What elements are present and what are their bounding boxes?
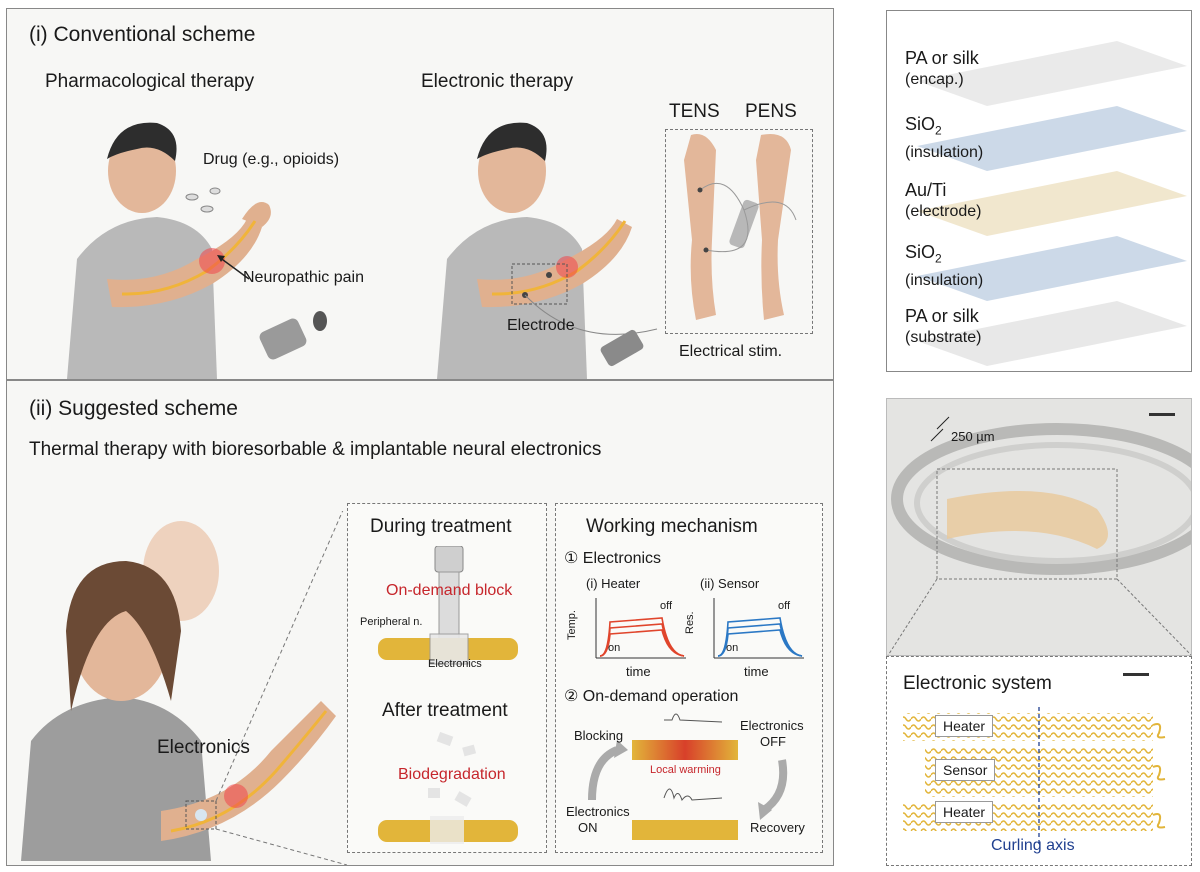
pharmacological-title: Pharmacological therapy [45, 71, 255, 92]
panel-ii-subtitle: Thermal therapy with bioresorbable & imp… [29, 439, 602, 460]
pens-label: PENS [745, 101, 797, 122]
local-warming-label: Local warming [650, 764, 721, 776]
recovery-label: Recovery [750, 820, 805, 835]
tens-label: TENS [669, 101, 720, 122]
tens-pens-inset [665, 129, 813, 334]
mechanism-title: Working mechanism [586, 516, 758, 537]
panel-ii-title: (ii) Suggested scheme [29, 397, 238, 420]
after-treatment-title: After treatment [382, 700, 508, 721]
arms-illustration [684, 134, 797, 320]
sensor-plot-title: (ii) Sensor [700, 576, 760, 591]
electronics-small-label: Electronics [428, 658, 482, 670]
heater-off-label: off [660, 600, 673, 612]
scale-bar [1123, 673, 1149, 676]
device-photo: 250 µm [886, 398, 1192, 656]
layer-insulation-top-role: (insulation) [905, 143, 984, 161]
res-axis-label: Res. [684, 611, 696, 634]
layer-insulation-bottom: SiO2 (insulation) [905, 241, 983, 292]
thickness-label: 250 µm [951, 429, 995, 444]
conventional-scheme-panel: (i) Conventional scheme Pharmacological … [6, 8, 834, 380]
heater-on-label: on [608, 642, 621, 654]
layer-insulation-top: SiO2 (insulation) [905, 113, 983, 164]
on-demand-block-label: On-demand block [386, 582, 513, 599]
biodegradation-illustration [378, 732, 518, 844]
heater-time-axis: time [626, 664, 651, 679]
layer-insulation-bottom-name: SiO2 [905, 242, 942, 266]
operation-cycle-diagram [588, 713, 788, 840]
layer-substrate: PA or silk (substrate) [905, 305, 981, 349]
electronics-off-line1: Electronics [740, 718, 804, 733]
layer-encap: PA or silk (encap.) [905, 47, 979, 91]
step-one-label: ① Electronics [564, 550, 662, 567]
drug-label: Drug (e.g., opioids) [203, 151, 340, 168]
system-title: Electronic system [903, 673, 1052, 694]
serpentine-circuit [903, 707, 1166, 847]
layer-electrode-role: (electrode) [905, 203, 982, 220]
suggested-scheme-panel: (ii) Suggested scheme Thermal therapy wi… [6, 380, 834, 866]
electronics-off-line2: OFF [760, 734, 786, 749]
curling-axis-label: Curling axis [991, 837, 1075, 854]
electronic-system-panel: Electronic system Heater Sensor Heater C… [886, 656, 1192, 866]
sensor-off-label: off [778, 600, 791, 612]
layer-encap-name: PA or silk [905, 48, 979, 68]
step-two-label: ② On-demand operation [564, 688, 739, 705]
heater-plot-title: (i) Heater [586, 576, 641, 591]
layer-substrate-role: (substrate) [905, 329, 982, 346]
layer-stack-panel: PA or silk (encap.) SiO2 (insulation) Au… [886, 10, 1192, 372]
patient-illustration [21, 511, 347, 865]
heater-bottom-label: Heater [935, 801, 994, 823]
layer-substrate-name: PA or silk [905, 306, 979, 326]
heater-sensor-plots [595, 598, 804, 659]
layer-insulation-top-name: SiO2 [905, 114, 942, 138]
on-demand-block-illustration [378, 546, 518, 665]
sensor-time-axis: time [744, 664, 769, 679]
working-mechanism-box: Working mechanism ① Electronics (i) Heat… [555, 503, 823, 853]
layer-insulation-bottom-role: (insulation) [905, 271, 984, 289]
electrical-stim-label: Electrical stim. [679, 343, 783, 360]
layer-electrode: Au/Ti (electrode) [905, 179, 981, 223]
pharmacological-illustration [67, 122, 327, 379]
layer-stack-illustration [917, 41, 1187, 366]
treatment-box: During treatment On-demand block Periphe… [347, 503, 547, 853]
during-treatment-title: During treatment [370, 516, 512, 537]
peripheral-nerve-label: Peripheral n. [360, 616, 423, 628]
panel-i-title: (i) Conventional scheme [29, 23, 256, 46]
electronic-therapy-illustration [437, 122, 658, 379]
sensor-label: Sensor [935, 759, 996, 781]
blocking-label: Blocking [574, 728, 624, 743]
heater-top-label: Heater [935, 715, 994, 737]
layer-electrode-name: Au/Ti [905, 180, 947, 200]
biodegradation-label: Biodegradation [398, 766, 506, 783]
temp-axis-label: Temp. [566, 610, 578, 640]
sensor-on-label: on [726, 642, 739, 654]
electronics-on-line2: ON [578, 820, 598, 835]
layer-encap-role: (encap.) [905, 71, 964, 88]
electronic-therapy-title: Electronic therapy [421, 71, 574, 92]
electrode-label: Electrode [507, 317, 575, 334]
curled-device-image [887, 413, 1191, 655]
electronics-on-line1: Electronics [566, 804, 630, 819]
electronics-label: Electronics [157, 737, 250, 758]
neuropathic-pain-label: Neuropathic pain [243, 269, 364, 286]
